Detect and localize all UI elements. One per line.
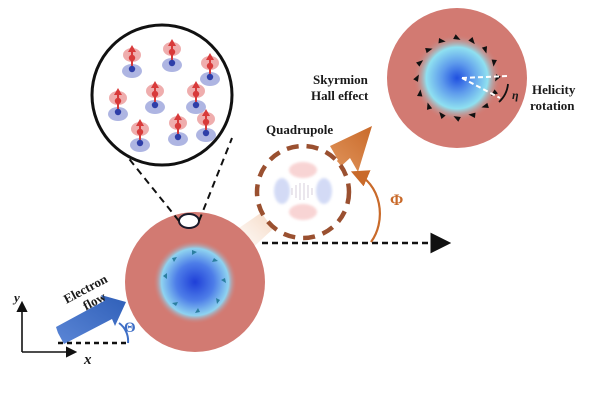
spin-site xyxy=(122,45,142,78)
phi-angle-arc xyxy=(350,170,381,243)
helicity-arrow-head xyxy=(453,34,461,40)
zoom-inset xyxy=(90,23,234,167)
skyrmion-disk-initial xyxy=(125,212,265,352)
zoom-line-right xyxy=(198,137,233,222)
spin-site xyxy=(168,113,188,146)
helicity-arrow-head xyxy=(416,60,424,67)
helicity-label: Helicity rotation xyxy=(530,82,579,113)
skyrmion-disk-final xyxy=(387,8,527,148)
zoom-line-left xyxy=(121,149,180,222)
spin-site xyxy=(200,53,220,86)
spin-site xyxy=(108,88,128,121)
eta-label: η xyxy=(512,88,519,102)
skyrmion-hall-label: Skyrmion Hall effect xyxy=(311,72,371,103)
helicity-arrow-head xyxy=(438,38,446,44)
theta-angle-arc xyxy=(118,322,130,344)
phi-label: Φ xyxy=(390,192,403,209)
spin-site xyxy=(145,81,165,114)
coordinate-axes xyxy=(16,300,78,358)
helicity-arrow-head xyxy=(468,37,475,45)
spin-site xyxy=(130,119,150,152)
x-axis-label: x xyxy=(83,352,92,368)
quadrupole-label: Quadrupole xyxy=(266,122,333,137)
theta-label: Θ xyxy=(124,320,136,336)
spin-site xyxy=(196,109,216,142)
spin-lattice xyxy=(108,39,220,152)
helicity-arrow-head xyxy=(417,89,423,97)
helicity-arrows xyxy=(413,34,501,122)
helicity-arrow-head xyxy=(468,112,476,118)
helicity-arrow-head xyxy=(425,47,433,54)
helicity-arrow-head xyxy=(426,102,433,110)
eta-angle-arc xyxy=(498,83,509,103)
spin-site xyxy=(186,81,206,114)
helicity-arrow-head xyxy=(481,46,488,54)
helicity-rot-line xyxy=(461,77,501,99)
spin-site xyxy=(162,39,182,72)
zoom-selector xyxy=(178,213,200,229)
helicity-arrow-head xyxy=(453,116,461,122)
helicity-arrow-head xyxy=(491,59,497,67)
helicity-arrow-head xyxy=(413,74,419,82)
helicity-arrow-head xyxy=(439,111,446,119)
quadrupole-ring xyxy=(254,143,352,241)
electron-flow-arrow xyxy=(56,295,126,344)
helicity-arrow-head xyxy=(481,102,489,109)
y-axis-label: y xyxy=(12,290,20,305)
